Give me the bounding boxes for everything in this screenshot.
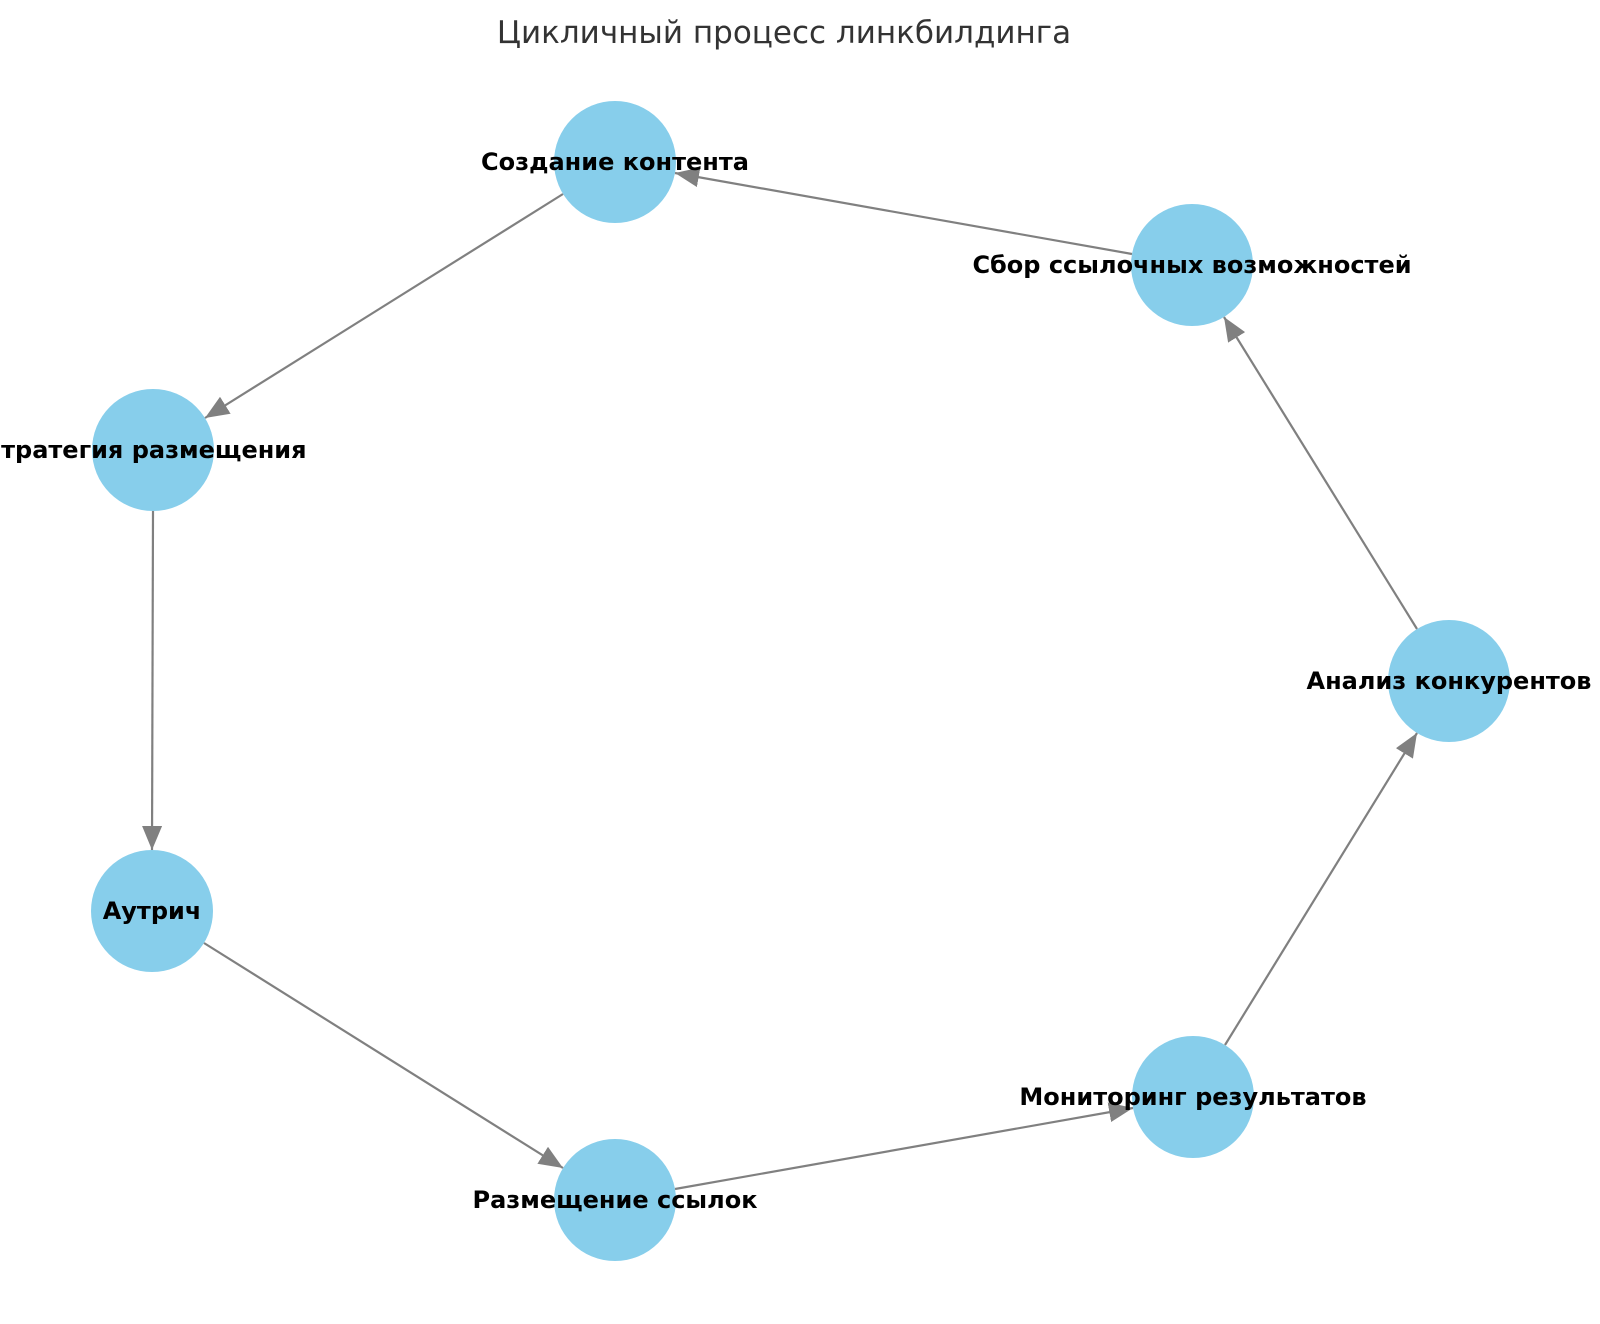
edge-link-opportunities-to-content-creation — [674, 167, 1133, 256]
node-label-outreach: Аутрич — [103, 897, 202, 925]
edge-competitor-analysis-to-link-opportunities — [1223, 316, 1418, 630]
node-content-creation — [554, 101, 676, 223]
node-link-opportunities — [1131, 204, 1253, 326]
edge-outreach-to-link-placement — [203, 942, 564, 1169]
edge-results-monitoring-to-competitor-analysis — [1224, 732, 1418, 1046]
edge-group — [142, 167, 1418, 1191]
node-label-results-monitoring: Мониторинг результатов — [1019, 1083, 1366, 1111]
node-label-link-opportunities: Сбор ссылочных возможностей — [972, 251, 1411, 279]
node-results-monitoring — [1132, 1036, 1254, 1158]
node-outreach — [91, 850, 213, 972]
node-label-link-placement: Размещение ссылок — [473, 1186, 758, 1214]
node-label-competitor-analysis: Анализ конкурентов — [1307, 667, 1592, 695]
edge-link-placement-to-results-monitoring — [674, 1102, 1134, 1191]
edge-placement-strategy-to-outreach — [142, 510, 163, 851]
node-group — [91, 101, 1510, 1261]
edge-content-creation-to-placement-strategy — [204, 193, 564, 419]
node-link-placement — [554, 1139, 676, 1261]
node-label-placement-strategy: Стратегия размещения — [0, 436, 307, 464]
diagram-title: Цикличный процесс линкбилдинга — [497, 15, 1071, 51]
node-label-group: Создание контента Сбор ссылочных возможн… — [0, 148, 1591, 1214]
node-placement-strategy — [92, 389, 214, 511]
node-competitor-analysis — [1388, 620, 1510, 742]
node-label-content-creation: Создание контента — [481, 148, 749, 176]
